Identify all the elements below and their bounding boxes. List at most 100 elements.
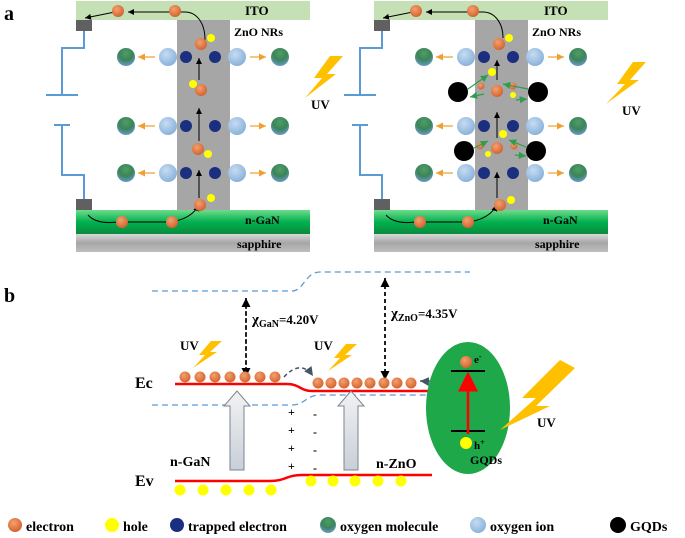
vacuum-level-top [152, 271, 470, 292]
hole [499, 130, 507, 138]
bottom-contact [374, 199, 390, 210]
electron [351, 377, 363, 389]
row-3 [117, 164, 289, 182]
ito-layer [374, 1, 608, 20]
gqd [528, 82, 548, 102]
oxygen-ion [228, 48, 246, 66]
electron [378, 377, 390, 389]
trapped-electron [478, 120, 490, 132]
electron [405, 377, 417, 389]
oxygen-ion [526, 117, 544, 135]
electron [338, 377, 350, 389]
trapped-electron [507, 120, 519, 132]
trapped-electron [478, 51, 490, 63]
uv-label-right: UV [622, 103, 641, 118]
bottom-contact [76, 199, 92, 210]
ev-label: Ev [135, 473, 154, 490]
negative-charge: - [313, 407, 317, 421]
gqd [448, 82, 468, 102]
gqd [526, 141, 546, 161]
chi-gan-label: χGaN=4.20V [251, 312, 319, 330]
uv-lightning-icon [606, 62, 646, 104]
oxygen-molecule [569, 117, 587, 135]
hole [207, 34, 215, 42]
charge-transfer-arrow [502, 81, 529, 90]
legend-item: hole [105, 518, 148, 535]
top-contact [374, 20, 390, 31]
hole [349, 475, 361, 487]
chi-zno-label: χZnO=4.35V [390, 306, 458, 324]
electron [364, 377, 376, 389]
oxygen-ion [159, 117, 177, 135]
conduction-band [175, 382, 440, 393]
electron [477, 82, 485, 90]
electron [493, 38, 505, 50]
oxygen-ion [159, 164, 177, 182]
oxygen-molecule [415, 117, 433, 135]
hole [372, 475, 384, 487]
oxygen-molecule [271, 117, 289, 135]
charge-transfer-arrow [514, 151, 527, 159]
legend-label: GQDs [630, 520, 668, 535]
gqd-electron [460, 356, 472, 368]
legend-item: oxygen ion [470, 517, 554, 535]
hole [189, 80, 197, 88]
legend-label: hole [123, 520, 148, 535]
electron-path-top [426, 9, 504, 39]
zno-nrs-label: ZnO NRs [532, 25, 581, 39]
electron [169, 5, 181, 17]
electron [269, 371, 281, 383]
hole [488, 68, 496, 76]
oxygen-ion [457, 164, 475, 182]
electron [166, 216, 178, 228]
uv-label-gqd: UV [537, 415, 556, 430]
electron [195, 38, 207, 50]
positive-charge: + [288, 405, 295, 419]
panel-a-label: a [4, 3, 14, 25]
electron [414, 216, 426, 228]
charge-transfer-arrow [467, 74, 489, 90]
uv-label-zno: UV [314, 338, 333, 353]
oxygen-ion [159, 48, 177, 66]
trapped-electron [507, 167, 519, 179]
circuit-wire [61, 31, 85, 199]
hole [207, 194, 215, 202]
electron [325, 377, 337, 389]
legend-swatch [170, 518, 184, 532]
row-2 [117, 117, 289, 135]
legend-swatch [105, 518, 119, 532]
oxygen-ion [228, 164, 246, 182]
electron-path-out [84, 11, 116, 20]
valence-band [175, 473, 432, 483]
legend-label: trapped electron [188, 520, 287, 535]
ngan-label: n-GaN [543, 213, 578, 227]
positive-charge: + [288, 423, 295, 437]
oxygen-ion [457, 117, 475, 135]
legend-label: electron [26, 520, 74, 535]
electron [194, 199, 206, 211]
hole [243, 484, 255, 496]
vacuum-level-lower [152, 394, 460, 406]
ngan-band-label: n-GaN [170, 455, 210, 470]
oxygen-molecule [117, 117, 135, 135]
nzno-band-label: n-ZnO [376, 457, 417, 472]
electron [116, 216, 128, 228]
charge-transfer-arrow [473, 140, 489, 149]
panel-b-label: b [4, 285, 15, 307]
electron-path-bottom [385, 204, 498, 224]
sapphire-layer [76, 234, 310, 252]
electron [467, 5, 479, 17]
uv-block-arrow [336, 390, 366, 471]
uv-lightning-icon [193, 341, 222, 368]
legend-swatch [320, 517, 336, 533]
trapped-electron [180, 51, 192, 63]
hole [305, 475, 317, 487]
zno-nrs-label: ZnO NRs [234, 25, 283, 39]
electron [491, 142, 503, 154]
ngan-label: n-GaN [245, 213, 280, 227]
hole [510, 92, 516, 98]
oxygen-molecule [271, 48, 289, 66]
electron [179, 371, 191, 383]
legend-swatch [470, 517, 486, 533]
row-2 [415, 117, 587, 135]
